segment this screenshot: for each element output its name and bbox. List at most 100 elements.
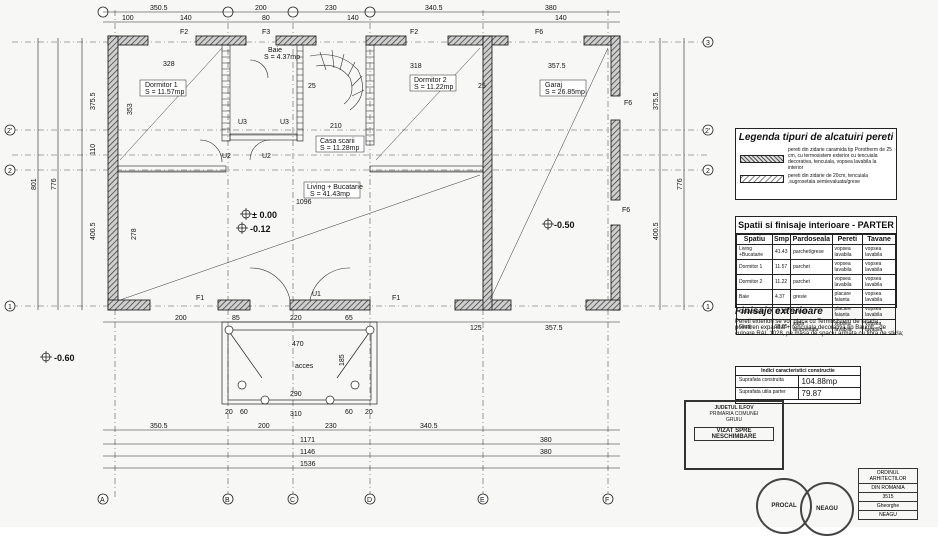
top-dim-e: 140 [555,15,567,22]
stamp-line: DIN ROMANIA [859,484,917,493]
bottom-total-1536: 1536 [300,461,316,468]
cell: parchet [790,259,833,275]
door-swings [199,59,351,301]
porch-dim-310: 310 [290,411,302,418]
left-dim-353: 353 [127,103,134,115]
col-header: Pereti [831,234,864,245]
indicator-label: Suprafata construita [739,377,784,383]
col-header: Smp [771,234,792,245]
room-label-dormitor-2: Dormitor 2 S = 11.22mp [409,74,457,92]
col-label-b: B [225,497,230,504]
porch-label: acces [295,363,314,370]
top-dim-c: 80 [262,15,270,22]
window-mark-f2-1: F2 [180,29,188,36]
floor-plan: A B C D E F 3 2' 2 1 2' 2 1 350.5 200 23… [4,5,714,505]
misc-dim-318: 318 [410,63,422,70]
porch-dim-470: 470 [292,341,304,348]
misc-dim-25b: 25 [478,83,486,90]
cell: placare faianta [831,289,864,305]
stamp-line: JUDETUL ILFOV [714,405,754,411]
exterior-text: Pereti exteriori se vor placa cu Termosi… [735,319,904,337]
porch-dim-20a: 20 [225,409,233,416]
row-bubbles [4,36,714,312]
door-mark-u2-2: U2 [262,153,271,160]
front-dim-85: 85 [232,315,240,322]
room-label-baie: Baie S = 4.37mp [264,47,300,61]
indicator-row: Suprafata construita 104.88mp [736,376,860,388]
approval-stamp: JUDETUL ILFOV PRIMARIA COMUNEI GRUIU VIZ… [684,400,784,470]
cell: 41.43 [771,244,792,260]
bottom-right-380b: 380 [540,449,552,456]
bottom-right-380a: 380 [540,437,552,444]
top-dim-4: 340.5 [425,5,443,12]
porch [221,321,378,405]
front-dim-200: 200 [175,315,187,322]
window-mark-f6-3: F6 [622,207,630,214]
neagu-seal: NEAGU [800,482,854,536]
right-dim-776: 776 [677,178,684,190]
stamp-line: GRUIU [725,417,743,423]
room-label-casa-scarii: Casa scarii S = 11.28mp [315,135,365,153]
top-dim-3: 230 [325,5,337,12]
row-label-1: 1 [706,304,710,311]
level-exterior: -0.60 [54,353,75,363]
porch-dim-20b: 20 [365,409,373,416]
porch-columns [224,325,375,405]
cell: parchet/grese [790,244,833,260]
top-dim-a: 100 [122,15,134,22]
svg-text:S = 26.85mp: S = 26.85mp [545,89,585,96]
stamp-line: ORDINUL ARHITECTILOR [859,469,917,484]
col-header: Pardoseala [790,234,833,245]
cell: vopsea lavabila [831,274,864,290]
window-mark-f1-1: F1 [196,295,204,302]
bottom-total-1171: 1171 [300,437,315,444]
exterior-walls [107,35,621,311]
door-mark-u2-1: U2 [222,153,231,160]
top-dim-2: 200 [255,5,267,12]
cell: vopsea lavabila [862,259,896,275]
bottom-dim-200: 200 [258,423,270,430]
room-label-living: Living + Bucatarie S = 41.43mp [303,181,363,199]
top-dim-5: 380 [545,5,557,12]
cell: Baie [736,289,773,305]
svg-text:S = 41.43mp: S = 41.43mp [310,191,350,198]
left-dim-375: 375.5 [90,92,97,110]
wall-legend-row: pereti din zidarie de 20cm, tencuiala ,s… [740,173,892,185]
misc-dim-25a: 25 [308,83,316,90]
level-porch: -0.12 [250,224,271,234]
misc-dim-1096: 1096 [296,199,312,206]
window-mark-f6-1: F6 [535,29,543,36]
left-dim-400: 400.5 [90,222,97,240]
bottom-total-1146: 1146 [300,449,315,456]
col-label-d: D [367,497,372,504]
col-header: Spatiu [736,234,773,245]
cell: vopsea lavabila [862,289,896,305]
cell: 4.37 [771,289,792,305]
misc-dim-210: 210 [330,123,342,130]
right-dim-400: 400.5 [653,222,660,240]
row-label-2p-left: 2' [7,128,12,135]
svg-text:Living + Bucatarie: Living + Bucatarie [307,184,363,191]
front-dim-220: 220 [290,315,302,322]
svg-text:S = 4.37mp: S = 4.37mp [264,54,300,61]
right-dim-375: 375.5 [653,92,660,110]
top-dim-b: 140 [180,15,192,22]
room-label-garaj: Garaj S = 26.85mp [539,79,587,97]
column-bubbles [97,6,614,505]
row-label-2-left: 2 [8,168,12,175]
exterior-title: Finisaje exterioare [735,306,823,317]
svg-text:Casa scarii: Casa scarii [320,138,355,145]
top-dim-d: 140 [347,15,359,22]
stamp-line: NEAGU [859,511,917,520]
interior-walls [117,44,484,173]
cell: Dormitor 1 [736,259,773,275]
brick-wall-swatch-icon [740,155,784,163]
front-dim-65: 65 [345,315,353,322]
window-mark-f1-2: F1 [392,295,400,302]
stamp-box: VIZAT SPRE NESCHIMBARE [694,427,774,441]
cell: gresie [790,289,833,305]
